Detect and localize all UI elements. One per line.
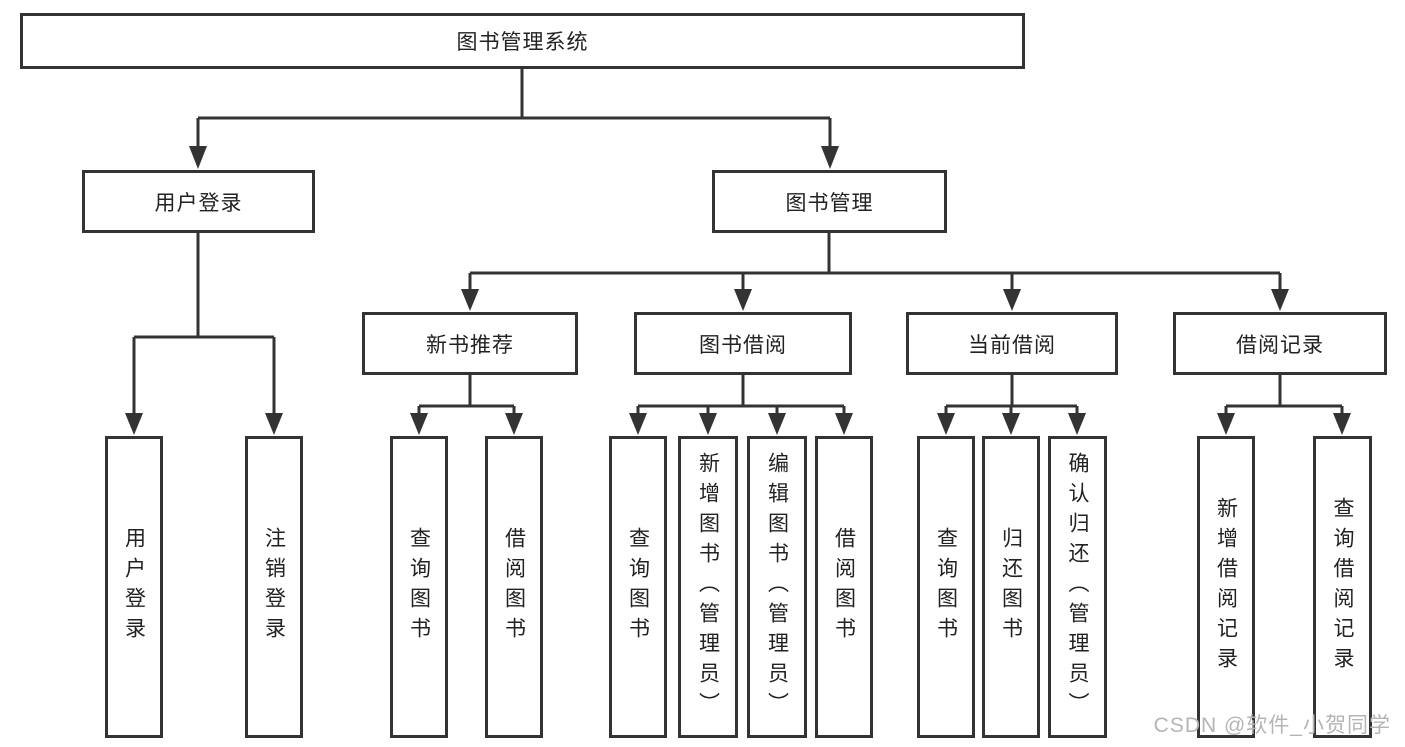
node-new-book-recommend: 新书推荐: [362, 312, 578, 375]
connector-book-management: [468, 233, 1282, 294]
node-user-login: 用户登录: [82, 170, 315, 233]
connector-book-borrowing: [636, 375, 846, 418]
leaf-query-books-recommend: 查询图书: [390, 436, 448, 738]
leaf-logout: 注销登录: [245, 436, 303, 738]
arrowheads: [125, 146, 1351, 435]
connector-new-book-recommend: [417, 375, 516, 418]
leaf-add-book-admin: 新增图书（管理员）: [678, 436, 738, 738]
leaf-return-books: 归还图书: [982, 436, 1040, 738]
node-current-borrowing: 当前借阅: [906, 312, 1118, 375]
leaf-edit-book-admin: 编辑图书（管理员）: [747, 436, 807, 738]
leaf-query-books-current: 查询图书: [917, 436, 975, 738]
leaf-borrow-books-borrowing: 借阅图书: [815, 436, 873, 738]
node-book-management: 图书管理: [712, 170, 947, 233]
leaf-query-books-borrowing: 查询图书: [609, 436, 667, 738]
leaf-add-borrow-record: 新增借阅记录: [1197, 436, 1255, 738]
connector-borrowing-records: [1224, 375, 1344, 418]
leaf-user-login: 用户登录: [105, 436, 163, 738]
leaf-confirm-return-admin: 确认归还（管理员）: [1048, 436, 1107, 738]
connector-user-login: [132, 233, 276, 418]
node-book-borrowing: 图书借阅: [634, 312, 852, 375]
leaf-query-borrow-record: 查询借阅记录: [1313, 436, 1372, 738]
connector-root: [196, 69, 832, 152]
leaf-borrow-books-recommend: 借阅图书: [485, 436, 543, 738]
node-system: 图书管理系统: [20, 13, 1025, 69]
connector-current-borrowing: [944, 375, 1079, 418]
node-borrowing-records: 借阅记录: [1173, 312, 1387, 375]
watermark-text: CSDN @软件_小贺同学: [1153, 714, 1391, 737]
